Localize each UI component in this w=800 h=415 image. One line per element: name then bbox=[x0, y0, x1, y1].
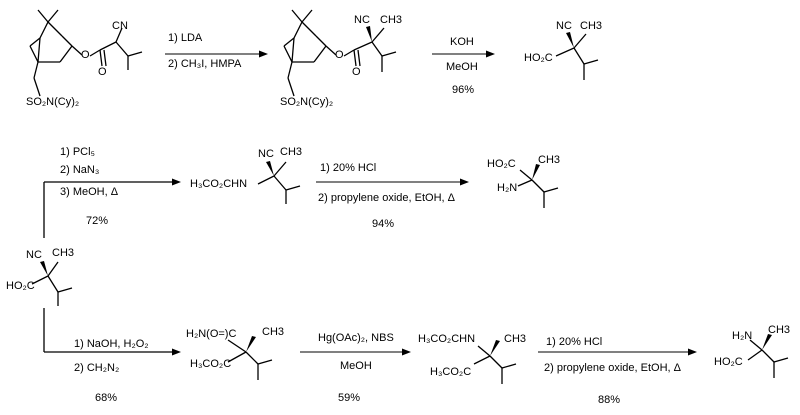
carbamate2-structure bbox=[473, 340, 517, 384]
aa-me-label: CH3 bbox=[538, 154, 561, 166]
step1-reagent-1: 1) LDA bbox=[168, 32, 203, 44]
amide-ester-label: H₃CO₂C bbox=[190, 358, 232, 370]
branch-acid-structure bbox=[31, 261, 73, 306]
sm-cn-label: CN bbox=[112, 20, 128, 32]
step2-yield: 96% bbox=[452, 84, 475, 96]
acid-cn-label: NC bbox=[556, 20, 572, 32]
amide-me-label: CH3 bbox=[262, 326, 285, 338]
carb2-me-label: CH3 bbox=[504, 333, 527, 345]
carbamate-cn-label: NC bbox=[258, 148, 274, 160]
aa-co2h-label: HO₂C bbox=[487, 158, 516, 170]
step1-reagent-2: 2) CH₃I, HMPA bbox=[168, 58, 242, 70]
step4-reagent-1: 1) 20% HCl bbox=[320, 162, 377, 174]
sm-sulfonamide-label: SO₂N(Cy)₂ bbox=[26, 96, 80, 108]
acid-co2h-label: HO₂C bbox=[524, 52, 553, 64]
amino-acid2-structure bbox=[747, 334, 789, 378]
carbamate-structure bbox=[257, 161, 301, 204]
step3-reagent-1: 1) PCl₅ bbox=[60, 146, 95, 158]
step7-reagent-2: 2) propylene oxide, EtOH, Δ bbox=[544, 362, 681, 374]
step6-reagent-2: MeOH bbox=[340, 360, 372, 372]
acid-me-label: CH3 bbox=[580, 20, 603, 32]
step7-yield: 88% bbox=[598, 394, 621, 406]
intermediate1-structure bbox=[283, 9, 397, 97]
step5-yield: 68% bbox=[95, 392, 118, 404]
branch-acid-co2h-label: HO₂C bbox=[6, 280, 35, 292]
sm-ester-o-label: O bbox=[81, 49, 90, 61]
acid-structure bbox=[555, 32, 599, 80]
branch-acid-me-label: CH3 bbox=[52, 247, 75, 259]
branch-acid-cn-label: NC bbox=[26, 249, 42, 261]
amide-top-label: H₂N(O=)C bbox=[186, 328, 237, 340]
step4-reagent-2: 2) propylene oxide, EtOH, Δ bbox=[318, 192, 455, 204]
starting-material-structure bbox=[29, 9, 143, 97]
step3-reagent-3: 3) MeOH, Δ bbox=[60, 186, 119, 198]
aa2-me-label: CH3 bbox=[768, 324, 791, 336]
step5-reagent-2: 2) CH₂N₂ bbox=[74, 362, 120, 374]
aa-nh2-label: H₂N bbox=[497, 182, 518, 194]
step2-reagent-2: MeOH bbox=[446, 61, 478, 73]
sm-carbonyl-o-label: O bbox=[98, 66, 107, 78]
aa2-co2h-label: HO₂C bbox=[714, 356, 743, 368]
int1-carbonyl-o-label: O bbox=[352, 66, 361, 78]
int1-me-label: CH3 bbox=[380, 14, 403, 26]
step5-reagent-1: 1) NaOH, H₂O₂ bbox=[74, 338, 149, 350]
carb2-nh-label: H₃CO₂CHN bbox=[418, 333, 476, 345]
int1-ester-o-label: O bbox=[335, 49, 344, 61]
step7-reagent-1: 1) 20% HCl bbox=[546, 336, 603, 348]
amino-acid-structure bbox=[517, 164, 559, 208]
step6-reagent-1: Hg(OAc)₂, NBS bbox=[318, 332, 394, 344]
step3-yield: 72% bbox=[86, 215, 109, 227]
carbamate-me-label: CH3 bbox=[280, 146, 303, 158]
carbamate-nh-label: H₃CO₂CHN bbox=[190, 178, 248, 190]
step2-reagent-1: KOH bbox=[450, 36, 474, 48]
step3-reagent-2: 2) NaN₃ bbox=[60, 164, 100, 176]
aa2-nh2-label: H₂N bbox=[732, 330, 753, 342]
step6-yield: 59% bbox=[338, 392, 361, 404]
carb2-ester-label: H₃CO₂C bbox=[430, 366, 472, 378]
amide-structure bbox=[227, 336, 273, 380]
step4-yield: 94% bbox=[372, 218, 395, 230]
int1-sulfonamide-label: SO₂N(Cy)₂ bbox=[280, 96, 334, 108]
int1-cn-label: NC bbox=[354, 14, 370, 26]
